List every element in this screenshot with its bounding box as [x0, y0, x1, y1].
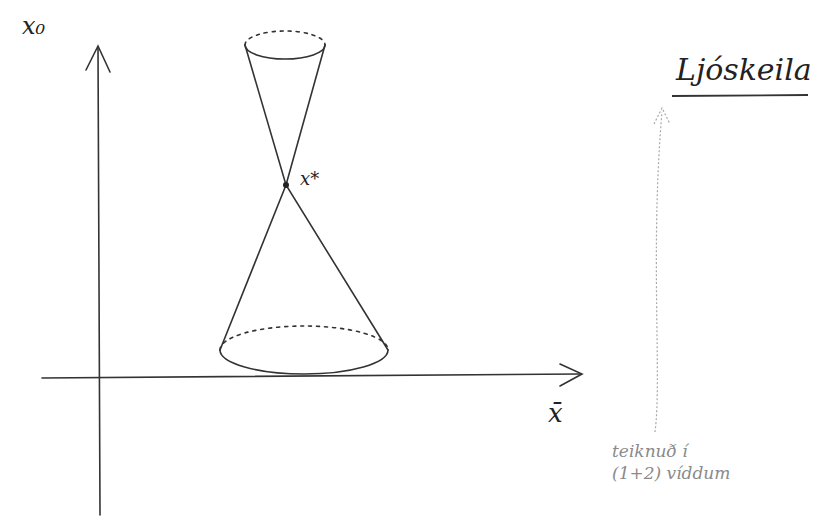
cone-line: [245, 45, 388, 350]
point-label: x*: [300, 168, 319, 189]
title-underline: [672, 95, 808, 96]
axis-arrowhead: [86, 46, 110, 72]
event-point: [283, 182, 289, 188]
cone-line: [220, 45, 325, 350]
axis-arrowhead: [560, 364, 582, 386]
annotation-note: teiknuð í (1+2) víddum: [612, 440, 742, 484]
annotation-arrowhead: [654, 108, 670, 124]
annotation-arrow: [655, 112, 662, 432]
past-cone-rim: [220, 326, 388, 350]
axis-label: x̄: [548, 398, 563, 428]
future-cone-rim: [245, 31, 325, 45]
past-cone-rim: [220, 350, 388, 374]
future-cone-rim: [245, 45, 325, 59]
title-text: Ljóskeila: [676, 52, 812, 87]
time-axis: [98, 48, 100, 515]
axis-label: x₀: [22, 12, 45, 40]
